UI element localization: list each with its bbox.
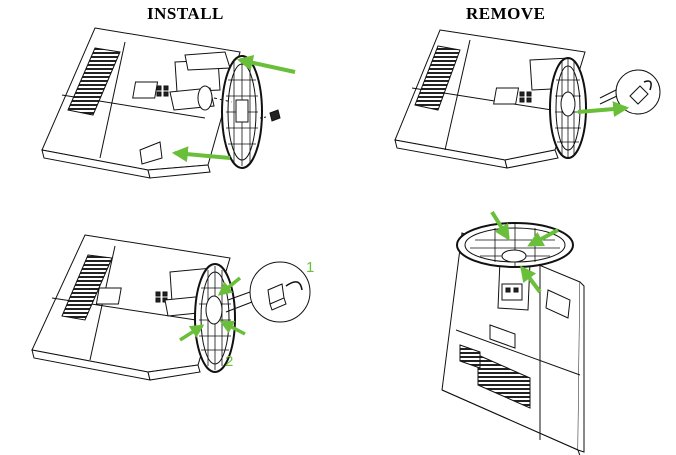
vent-grille xyxy=(414,45,461,111)
step-label-two: 2 xyxy=(225,353,233,370)
install-panel xyxy=(41,27,281,179)
remove-panel xyxy=(394,29,661,169)
install-detail-panel xyxy=(31,234,311,381)
step-label-one: 1 xyxy=(306,259,314,276)
vent-grille xyxy=(61,254,113,321)
screw-zoom-callout xyxy=(599,69,661,115)
remove-heading: REMOVE xyxy=(466,4,546,23)
install-arrow-bottom xyxy=(171,146,231,163)
arrow-bottom xyxy=(520,265,542,294)
remove-arrow xyxy=(577,101,630,118)
stand-base xyxy=(549,57,587,159)
arrow-upper-right xyxy=(217,276,242,296)
arrow-lower-right xyxy=(219,320,246,336)
screw-zoom-callout xyxy=(225,261,311,323)
stand-base xyxy=(221,55,263,169)
vent-grille xyxy=(477,354,531,409)
install-arrow-top xyxy=(236,54,296,74)
screw xyxy=(259,109,281,122)
monitor-standing-panel xyxy=(441,222,585,455)
vent-grille xyxy=(67,47,121,116)
arrow-top-right xyxy=(527,228,559,247)
arrow-lower-left xyxy=(179,324,205,342)
install-heading: INSTALL xyxy=(147,4,224,23)
arrow-top-left xyxy=(490,210,510,241)
